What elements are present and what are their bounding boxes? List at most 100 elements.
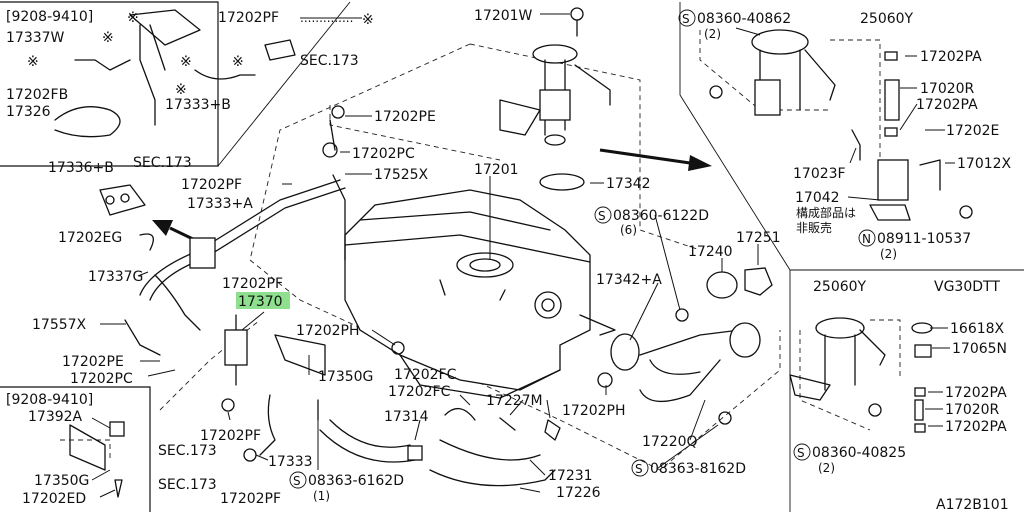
quantity-label: (2) [704, 27, 721, 41]
n-symbol: N [862, 232, 871, 246]
part-label: 17202PA [920, 49, 982, 65]
part-label: 17020R [945, 402, 1000, 418]
note-label: 構成部品は [796, 205, 856, 220]
section-ref-label: SEC.173 [158, 477, 217, 493]
s-symbol: S [293, 474, 301, 488]
quantity-label: (1) [313, 489, 330, 503]
leader-lines [91, 13, 955, 498]
quantity-label: (2) [818, 461, 835, 475]
part-labels: [9208-9410] 17202PF .............. 17337… [6, 8, 1012, 512]
part-label: 17202PF [200, 428, 261, 444]
part-label: 17350G [34, 473, 89, 489]
part-label: 17231 [548, 468, 593, 484]
part-label: 17392A [28, 409, 83, 425]
quantity-label: (2) [880, 247, 897, 261]
part-label: 17202E [946, 123, 999, 139]
engine-variant-label: VG30DTT [934, 279, 1000, 295]
lower-left-bracket [69, 421, 125, 498]
part-label: 17202PE [62, 354, 124, 370]
part-label: 17202PA [945, 385, 1007, 401]
part-label: 25060Y [860, 11, 914, 27]
section-ref-label: SEC.173 [158, 443, 217, 459]
part-label: 17202ED [22, 491, 86, 507]
screw-symbols: S S S S N S [289, 9, 876, 489]
part-label: 17202PC [352, 146, 415, 162]
note-label: 非販売 [796, 220, 832, 235]
date-range-label: [9208-9410] [6, 9, 93, 25]
s-symbol: S [598, 209, 606, 223]
part-label: 17023F [793, 166, 846, 182]
part-label: 17202PF [181, 177, 242, 193]
part-label: 17202FC [394, 367, 457, 383]
fuel-pump-vg30dtt [789, 317, 933, 433]
part-label: 17202PA [945, 419, 1007, 435]
part-label: 17337W [6, 30, 65, 46]
part-label: 17220Q [642, 434, 698, 450]
part-label: 17202PE [374, 109, 436, 125]
section-ref-label: SEC.173 [133, 155, 192, 171]
part-label: 17202FB [6, 87, 68, 103]
s-symbol: S [797, 446, 805, 460]
star-marks: ※ ※ ※ ※ ※ ※ ※ [27, 10, 374, 98]
date-range-label: [9208-9410] [6, 392, 93, 408]
part-label: 17202PF [218, 10, 279, 26]
part-label: 17202EG [58, 230, 122, 246]
part-label: 17314 [384, 409, 429, 425]
part-label: 25060Y [813, 279, 867, 295]
highlight-17370 [236, 292, 290, 309]
s-symbol: S [635, 462, 643, 476]
part-label: 17012X [957, 156, 1012, 172]
star-mark: ※ [175, 82, 187, 98]
part-label: 17202PC [70, 371, 133, 387]
screw-label: 08360-40825 [812, 445, 906, 461]
part-label: 17201 [474, 162, 519, 178]
part-label: 17202PA [916, 97, 978, 113]
star-mark: ※ [127, 10, 139, 26]
screw-label: 08363-8162D [650, 461, 746, 477]
part-label: 17065N [952, 341, 1007, 357]
part-label: 17202PF [220, 491, 281, 507]
part-label: 17020R [920, 81, 975, 97]
part-label: 17226 [556, 485, 601, 501]
part-label: 17333+B [165, 97, 231, 113]
fuel-pump-right [709, 29, 973, 221]
part-label: 17202PH [296, 323, 360, 339]
part-label: 16618X [950, 321, 1005, 337]
part-label: 17350G [318, 369, 373, 385]
s-symbol: S [682, 12, 690, 26]
part-label: 17336+B [48, 160, 114, 176]
part-label: 17342 [606, 176, 651, 192]
star-mark: ※ [102, 30, 114, 46]
nut-label: 08911-10537 [877, 231, 971, 247]
star-mark: ※ [27, 54, 39, 70]
part-label: 17240 [688, 244, 733, 260]
section-ref-label: SEC.173 [300, 53, 359, 69]
part-label-dots: .............. [300, 11, 353, 25]
part-label: 17342+A [596, 272, 662, 288]
part-label: 17525X [374, 167, 429, 183]
star-mark: ※ [232, 54, 244, 70]
part-label: 17333 [268, 454, 313, 470]
part-label: 17326 [6, 104, 51, 120]
part-label: 17227M [486, 393, 543, 409]
direction-arrows [152, 148, 712, 242]
quantity-label: (6) [620, 223, 637, 237]
diagram-id-label: A172B101 [936, 497, 1009, 512]
part-label: 17333+A [187, 196, 253, 212]
part-label: 17337G [88, 269, 143, 285]
part-label: 17202PF [222, 276, 283, 292]
part-label: 17042 [795, 190, 840, 206]
filler-neck [610, 267, 773, 425]
screw-label: 08360-6122D [613, 208, 709, 224]
star-mark: ※ [180, 54, 192, 70]
fuel-tank [344, 189, 616, 399]
part-label: 17557X [32, 317, 87, 333]
hoses-pipes [54, 9, 613, 487]
part-label: 17251 [736, 230, 781, 246]
part-label: 17202FC [388, 384, 451, 400]
part-label-highlighted: 17370 [238, 294, 283, 310]
screw-label: 08360-40862 [697, 11, 791, 27]
part-label: 17201W [474, 8, 533, 24]
